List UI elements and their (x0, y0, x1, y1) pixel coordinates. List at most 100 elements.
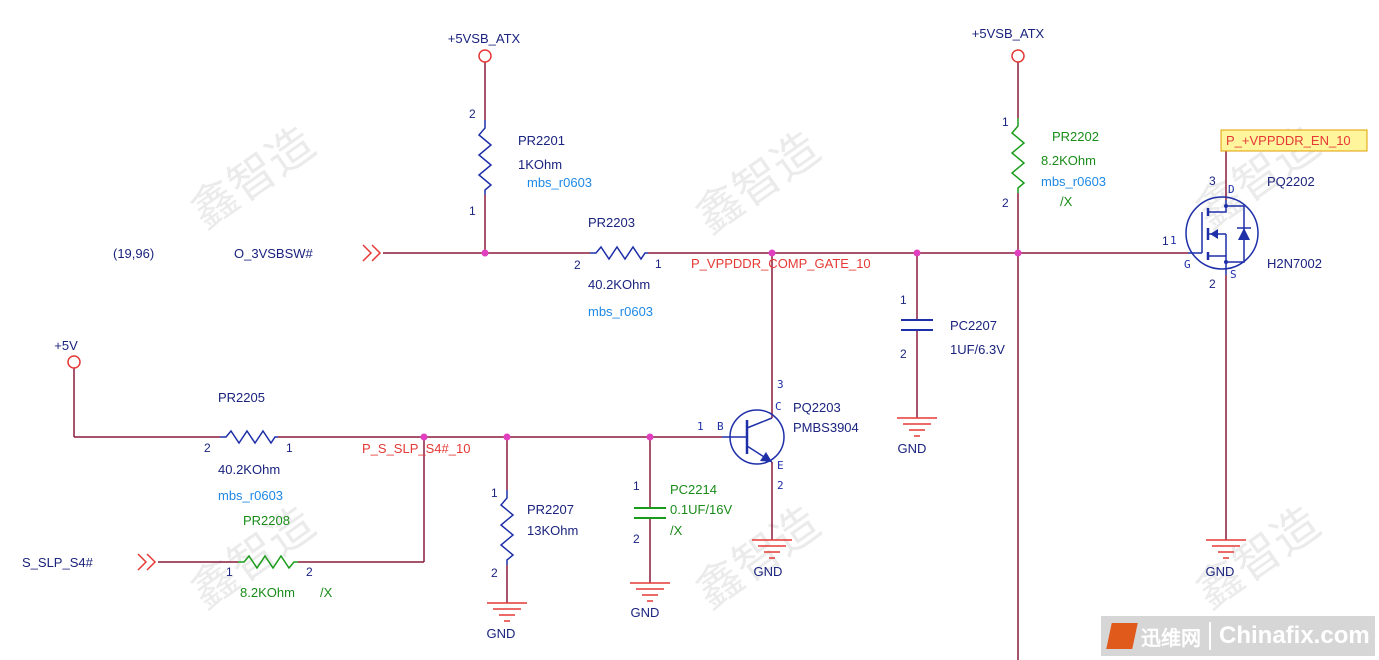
pq2203-part: PMBS3904 (793, 420, 859, 435)
pq2202-pin: 2 (1209, 277, 1216, 291)
capacitor-pc2214-icon (634, 507, 666, 519)
pc2207-value: 1UF/6.3V (950, 342, 1005, 357)
power-label: +5VSB_ATX (972, 26, 1045, 41)
ground-icon (1206, 539, 1246, 559)
pr2208-pin: 1 (226, 565, 233, 579)
power-port-icon (478, 49, 492, 63)
resistor-pr2208-icon (238, 554, 298, 570)
junctions (420, 249, 1022, 441)
net-label-comp-gate: P_VPPDDR_COMP_GATE_10 (691, 256, 871, 271)
pq2202-pin: 1 (1162, 234, 1169, 248)
pr2205-ref: PR2205 (218, 390, 265, 405)
junction-dot (420, 433, 428, 441)
ground-icon (752, 539, 792, 559)
logo-site-text: Chinafix.com (1219, 622, 1370, 649)
pr2201-ref: PR2201 (518, 133, 565, 148)
junction-dot (646, 433, 654, 441)
pr2202-ref: PR2202 (1052, 129, 1099, 144)
net-label-s-slp-s4: S_SLP_S4# (22, 555, 94, 570)
power-port-icon (67, 355, 81, 369)
pq2203-pin-name: B (717, 420, 724, 433)
pr2202-option: /X (1060, 194, 1073, 209)
capacitor-pc2207-icon (901, 319, 933, 331)
pr2203-pin: 2 (574, 258, 581, 272)
pr2208-value: 8.2KOhm (240, 585, 295, 600)
watermark-text: 鑫智造 (1185, 496, 1329, 619)
pr2203-value: 40.2KOhm (588, 277, 650, 292)
junction-dot (913, 249, 921, 257)
pr2203-pin: 1 (655, 257, 662, 271)
ground-label: GND (631, 605, 660, 620)
pq2203-pin-name: E (777, 459, 784, 472)
power-5v: +5V (54, 338, 81, 369)
pr2205-value: 40.2KOhm (218, 462, 280, 477)
power-vsb-right: +5VSB_ATX (972, 26, 1045, 63)
ground-label: GND (898, 441, 927, 456)
junction-dot (503, 433, 511, 441)
pr2205-pin: 2 (204, 441, 211, 455)
pr2202-pin: 1 (1002, 115, 1009, 129)
net-label-vppddr-en: P_+VPPDDR_EN_10 (1220, 129, 1368, 152)
pq2203-pin-name: C (775, 400, 782, 413)
pc2207-pin: 2 (900, 347, 907, 361)
pq2203-ref: PQ2203 (793, 400, 841, 415)
pc2207-ref: PC2207 (950, 318, 997, 333)
pq2202-pin-name: S (1230, 268, 1237, 281)
net-label-text: P_+VPPDDR_EN_10 (1226, 133, 1351, 148)
watermark-group: 鑫智造 鑫智造 鑫智造 鑫智造 鑫智造 鑫智造 (180, 116, 1329, 619)
pq2202-pin: 1 (1170, 234, 1177, 247)
resistor-pr2203-icon (590, 245, 648, 261)
ground-label: GND (487, 626, 516, 641)
transistor-pq2203-icon (722, 409, 785, 465)
pr2201-pin: 1 (469, 204, 476, 218)
ground-icon (487, 602, 527, 622)
power-label: +5VSB_ATX (448, 31, 521, 46)
pr2207-value: 13KOhm (527, 523, 578, 538)
pr2202-value: 8.2KOhm (1041, 153, 1096, 168)
junction-dot (481, 249, 489, 257)
pc2214-ref: PC2214 (670, 482, 717, 497)
pr2208-ref: PR2208 (243, 513, 290, 528)
pc2214-pin: 2 (633, 532, 640, 546)
pr2201-value: 1KOhm (518, 157, 562, 172)
pr2201-pin: 2 (469, 107, 476, 121)
pr2205-footprint: mbs_r0603 (218, 488, 283, 503)
pr2207-pin: 2 (491, 566, 498, 580)
junction-dot (1014, 249, 1022, 257)
net-label-slp-s4: P_S_SLP_S4#_10 (362, 441, 470, 456)
ground-icon (897, 417, 937, 437)
mosfet-pq2202-icon (1185, 196, 1259, 275)
ground-label: GND (754, 564, 783, 579)
pc2207-pin: 1 (900, 293, 907, 307)
net-label-o-3vsbsw: O_3VSBSW# (234, 246, 314, 261)
resistor-pr2205-icon (220, 429, 278, 445)
net-highlight-box (1220, 129, 1368, 152)
offpage-connector-icon (137, 553, 157, 571)
pr2208-pin: 2 (306, 565, 313, 579)
pr2207-pin: 1 (491, 486, 498, 500)
pq2203-pin: 3 (777, 378, 784, 391)
pq2202-pin-name: D (1228, 183, 1235, 196)
pc2214-value: 0.1UF/16V (670, 502, 732, 517)
resistor-pr2201-icon (477, 120, 493, 195)
pq2202-ref: PQ2202 (1267, 174, 1315, 189)
power-port-icon (1011, 49, 1025, 63)
pq2202-pin: 3 (1209, 174, 1216, 188)
pr2207-ref: PR2207 (527, 502, 574, 517)
pr2202-footprint: mbs_r0603 (1041, 174, 1106, 189)
pr2202-pin: 2 (1002, 196, 1009, 210)
pr2203-ref: PR2203 (588, 215, 635, 230)
pr2201-footprint: mbs_r0603 (527, 175, 592, 190)
resistor-pr2207-icon (499, 490, 515, 565)
pq2203-pin: 1 (697, 420, 704, 433)
offpage-connector-icon (362, 244, 382, 262)
pc2214-pin: 1 (633, 479, 640, 493)
watermark-text: 鑫智造 (685, 121, 829, 244)
ground-symbols (487, 417, 1246, 622)
logo-divider (1209, 622, 1211, 650)
pq2202-part: H2N7002 (1267, 256, 1322, 271)
pr2205-pin: 1 (286, 441, 293, 455)
pr2203-footprint: mbs_r0603 (588, 304, 653, 319)
resistor-pr2202-icon (1010, 118, 1026, 193)
